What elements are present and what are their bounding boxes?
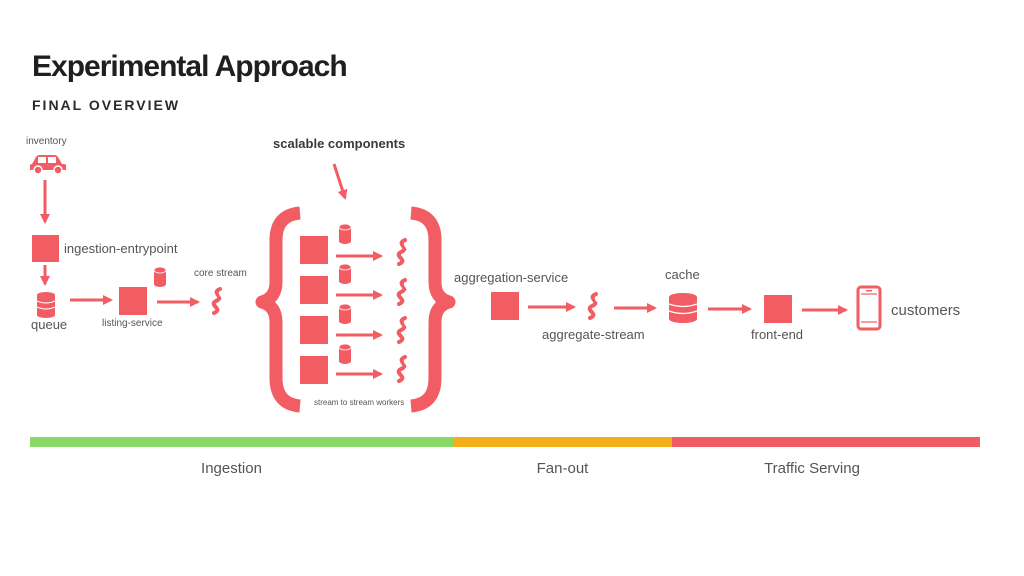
phase-label-traffic-serving: Traffic Serving (764, 460, 860, 477)
cache-database-icon (668, 293, 698, 323)
ingestion-entrypoint-box (32, 235, 59, 262)
label-workers-caption: stream to stream workers (314, 398, 405, 407)
page-subtitle: FINAL OVERVIEW (32, 97, 181, 113)
label-cache: cache (665, 267, 700, 282)
label-aggregation-service: aggregation-service (454, 270, 569, 285)
right-brace-icon (410, 206, 456, 413)
label-ingestion-entrypoint: ingestion-entrypoint (64, 241, 178, 256)
worker-row (300, 263, 410, 306)
worker-row (300, 223, 410, 266)
phase-label-ingestion: Ingestion (201, 460, 262, 477)
aggregation-service-box (491, 292, 519, 320)
phase-bar-fanout (453, 437, 672, 447)
aggregate-stream-icon (587, 292, 601, 320)
label-scalable-components: scalable components (273, 136, 406, 151)
arrow-scalable-components (332, 163, 348, 200)
queue-database-icon (36, 291, 56, 319)
phone-icon (856, 285, 882, 331)
worker-row (300, 303, 410, 344)
left-brace-icon (255, 206, 301, 413)
listing-service-box (119, 287, 147, 315)
phase-bar-traffic-serving (672, 437, 980, 447)
worker-row (300, 343, 410, 384)
label-customers: customers (891, 302, 961, 319)
label-listing-service: listing-service (102, 318, 163, 329)
label-aggregate-stream: aggregate-stream (542, 327, 645, 342)
front-end-box (764, 295, 792, 323)
phase-label-fanout: Fan-out (536, 460, 589, 477)
listing-cylinder-icon (153, 266, 167, 288)
car-icon (30, 155, 66, 175)
label-inventory: inventory (26, 136, 67, 147)
label-core-stream: core stream (194, 268, 247, 279)
label-front-end: front-end (751, 327, 804, 342)
page-title: Experimental Approach (32, 50, 348, 83)
label-queue: queue (31, 317, 68, 332)
core-stream-icon (211, 287, 225, 315)
phase-bar-ingestion (30, 437, 453, 447)
